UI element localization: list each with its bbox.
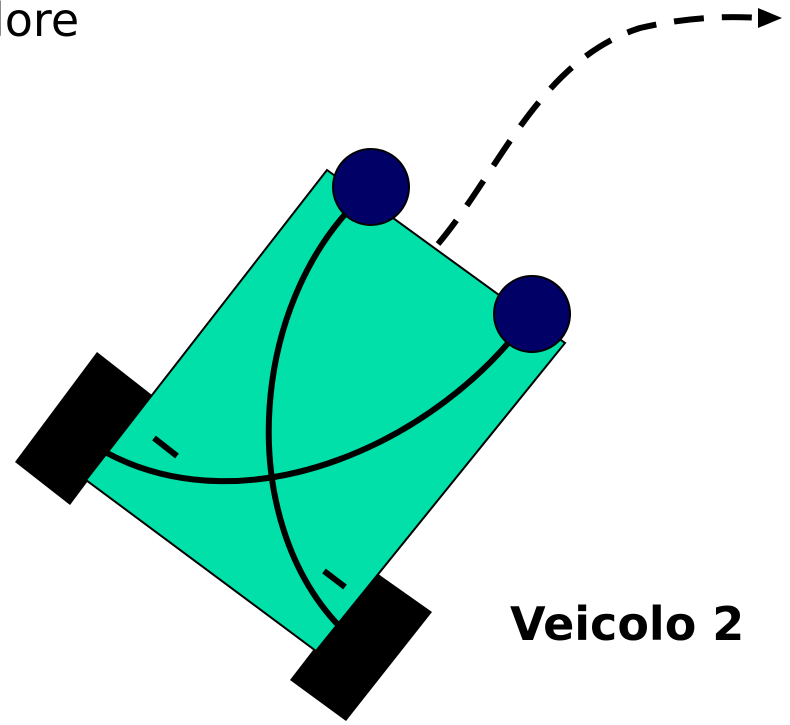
vehicle-title: Veicolo 2 (510, 597, 744, 651)
trajectory-path (438, 17, 760, 244)
top-sensor (333, 149, 409, 225)
arrow-right-icon (758, 8, 782, 28)
right-sensor (494, 276, 570, 352)
top-fragment-label: lore (0, 0, 79, 47)
